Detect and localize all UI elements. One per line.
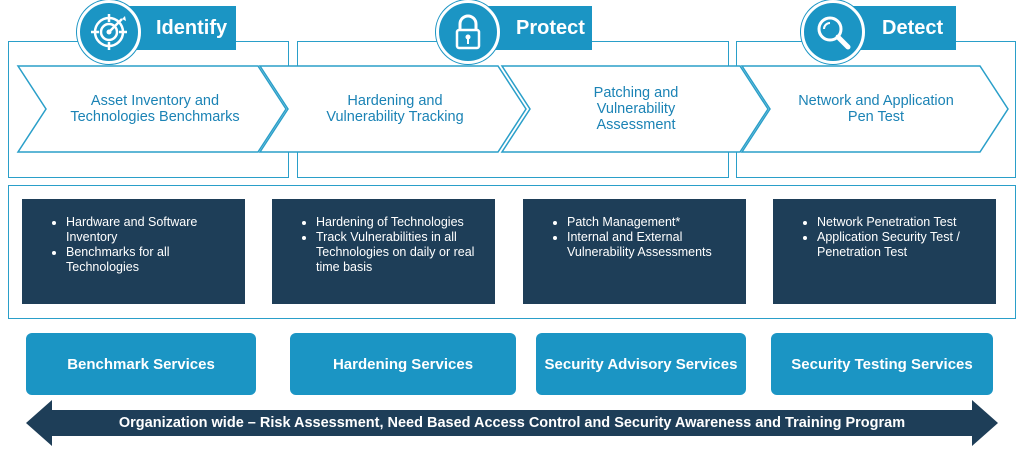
phase-label: Identify (156, 16, 228, 39)
activity-box-2: Hardening of Technologies Track Vulnerab… (272, 199, 495, 304)
activity-box-1: Hardware and Software Inventory Benchmar… (22, 199, 245, 304)
chevron-step-4 (740, 65, 1009, 153)
phase-label: Detect (882, 16, 944, 39)
double-arrow-banner (26, 400, 998, 446)
benchmark-services-button[interactable]: Benchmark Services (26, 333, 256, 395)
activity-item: Track Vulnerabilities in all Technologie… (316, 230, 479, 275)
activity-item: Hardening of Technologies (316, 215, 479, 230)
target-icon (77, 0, 141, 64)
chevron-step-3 (500, 65, 769, 153)
activity-item: Network Penetration Test (817, 215, 980, 230)
activity-box-4: Network Penetration Test Application Sec… (773, 199, 996, 304)
security-advisory-services-button[interactable]: Security Advisory Services (536, 333, 746, 395)
activity-item: Patch Management* (567, 215, 730, 230)
activity-item: Internal and External Vulnerability Asse… (567, 230, 730, 260)
chevron-step-2 (258, 65, 527, 153)
step-label-1: Asset Inventory and Technologies Benchma… (70, 93, 240, 125)
step-label-4: Network and Application Pen Test (798, 93, 954, 125)
security-testing-services-button[interactable]: Security Testing Services (771, 333, 993, 395)
activity-box-3: Patch Management* Internal and External … (523, 199, 746, 304)
step-label-2: Hardening and Vulnerability Tracking (326, 93, 464, 125)
step-label-3: Patching and Vulnerability Assessment (593, 85, 679, 133)
activity-item: Hardware and Software Inventory (66, 215, 229, 245)
chevron-step-1 (16, 65, 287, 153)
banner-text: Organization wide – Risk Assessment, Nee… (118, 415, 906, 431)
phase-label: Protect (516, 16, 585, 39)
activity-item: Benchmarks for all Technologies (66, 245, 229, 275)
padlock-icon (436, 0, 500, 64)
activity-item: Application Security Test / Penetration … (817, 230, 980, 260)
hardening-services-button[interactable]: Hardening Services (290, 333, 516, 395)
process-chevrons (16, 65, 1009, 153)
magnifier-icon (801, 0, 865, 64)
